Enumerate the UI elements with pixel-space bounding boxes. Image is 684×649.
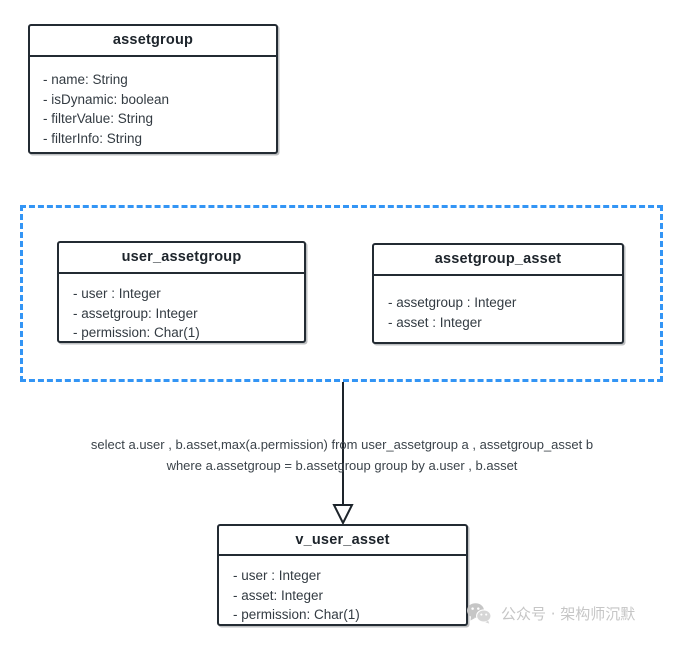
attribute-row: - assetgroup : Integer (388, 295, 517, 310)
class-box-assetgroup[interactable]: assetgroup - name: String - isDynamic: b… (28, 24, 278, 154)
class-attributes-assetgroup-asset: - assetgroup : Integer - asset : Integer (374, 276, 622, 332)
class-title-v-user-asset: v_user_asset (219, 526, 466, 556)
attribute-row: - asset: Integer (233, 587, 324, 603)
attribute-row: - user : Integer (233, 568, 321, 583)
attribute-row: - filterInfo: String (43, 130, 143, 146)
class-attributes-assetgroup: - name: String - isDynamic: boolean - fi… (30, 57, 276, 148)
class-box-assetgroup-asset[interactable]: assetgroup_asset - assetgroup : Integer … (372, 243, 624, 344)
attribute-row: - filterValue: String (43, 111, 154, 126)
class-attributes-user-assetgroup: - user : Integer - assetgroup: Integer -… (59, 274, 304, 343)
watermark-text: 公众号 · 架构师沉默 (501, 604, 636, 623)
class-title-user-assetgroup: user_assetgroup (59, 243, 304, 274)
sql-line-1: select a.user , b.asset,max(a.permission… (90, 437, 594, 452)
connector-arrowhead-icon (332, 504, 354, 525)
attribute-row: - asset : Integer (388, 314, 482, 330)
class-title-assetgroup-asset: assetgroup_asset (374, 245, 622, 276)
attribute-row: - permission: Char(1) (73, 325, 200, 340)
connector-line (342, 382, 344, 504)
watermark: 公众号 · 架构师沉默 (466, 602, 635, 624)
sql-line-2: where a.assetgroup = b.assetgroup group … (166, 458, 518, 473)
attribute-row: - name: String (43, 72, 128, 87)
attribute-row: - permission: Char(1) (233, 607, 360, 622)
class-box-user-assetgroup[interactable]: user_assetgroup - user : Integer - asset… (57, 241, 306, 343)
attribute-row: - assetgroup: Integer (73, 305, 198, 321)
attribute-row: - user : Integer (73, 286, 161, 301)
class-box-v-user-asset[interactable]: v_user_asset - user : Integer - asset: I… (217, 524, 468, 626)
class-title-assetgroup: assetgroup (30, 26, 276, 57)
wechat-icon (467, 603, 492, 624)
group-frame-dashed (20, 205, 663, 382)
attribute-row: - isDynamic: boolean (43, 91, 170, 107)
connector-sql-label: select a.user , b.asset,max(a.permission… (42, 434, 642, 476)
class-attributes-v-user-asset: - user : Integer - asset: Integer - perm… (219, 556, 466, 625)
